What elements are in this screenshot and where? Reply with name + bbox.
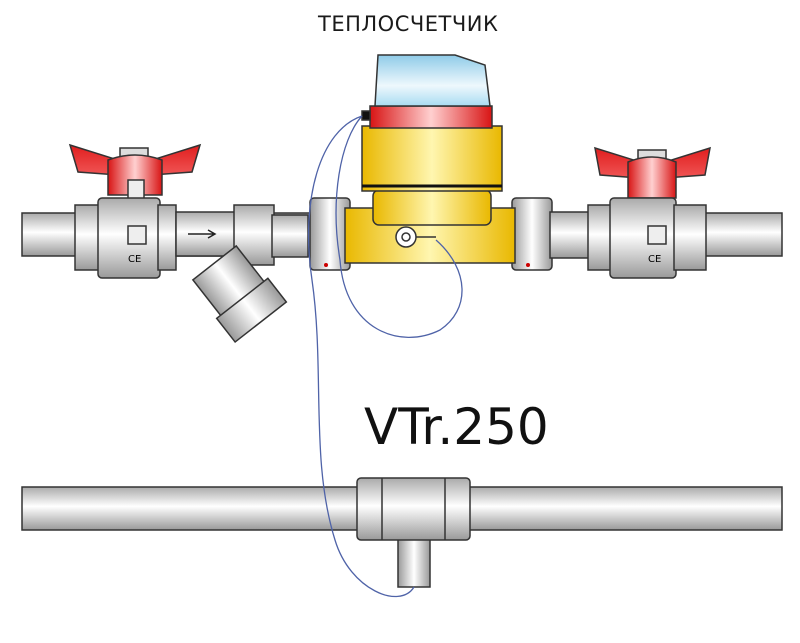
sensor-wires bbox=[307, 115, 463, 598]
right-ball-valve bbox=[587, 146, 711, 279]
sensor-tee-fitting bbox=[356, 477, 471, 588]
ce-mark-right: CE bbox=[648, 254, 661, 265]
heat-meter bbox=[309, 54, 591, 271]
model-label: VTr.250 bbox=[364, 398, 549, 456]
ce-mark-left: CE bbox=[128, 254, 141, 265]
left-ball-valve bbox=[68, 143, 309, 279]
strainer-filter bbox=[191, 244, 288, 344]
diagram-title: ТЕПЛОСЧЕТЧИК bbox=[318, 12, 499, 36]
